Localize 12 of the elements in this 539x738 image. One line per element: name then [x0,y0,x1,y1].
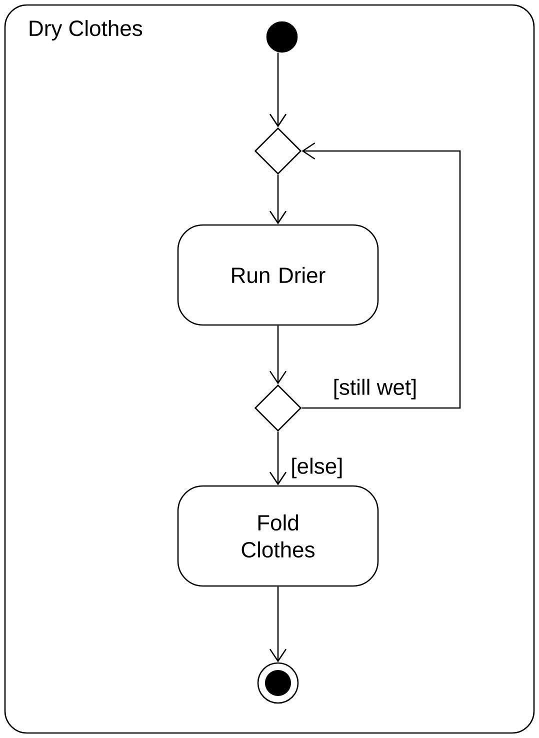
initial-node [266,21,298,53]
edge-label: [still wet] [330,376,420,402]
arrow [269,52,287,128]
action-box: Run Drier [177,224,379,326]
arrow [302,142,461,409]
arrow [269,586,287,662]
action-box: Fold Clothes [177,485,379,587]
final-node [257,662,299,704]
arrow [269,432,287,486]
arrow [269,326,287,384]
edge-label: [else] [288,456,346,480]
arrow [269,174,287,224]
